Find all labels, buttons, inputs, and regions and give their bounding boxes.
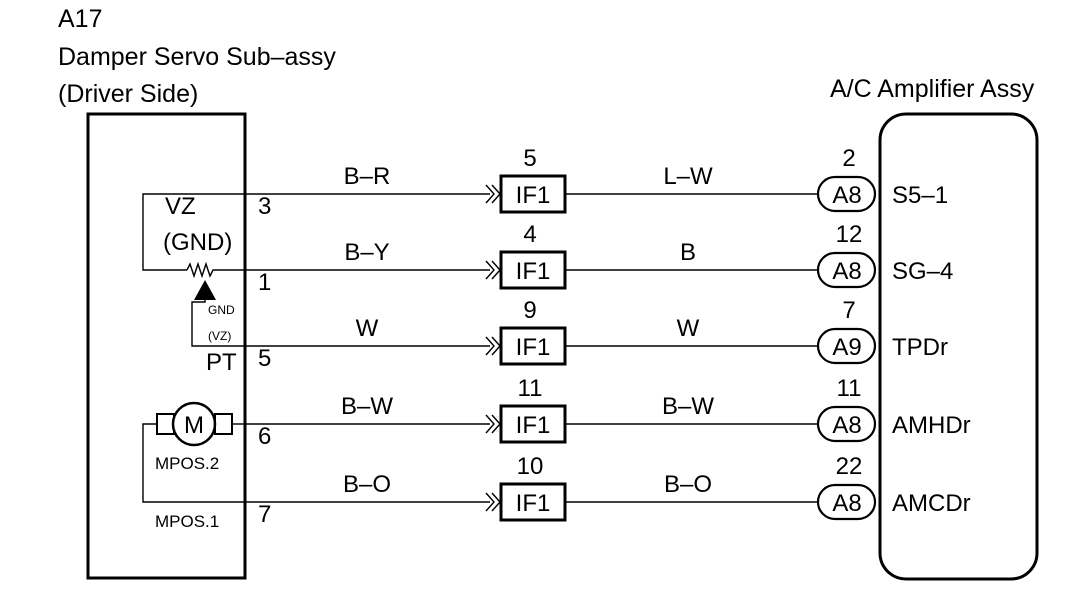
amp-connector-label: A8: [832, 182, 861, 209]
wire-color-right: W: [677, 315, 700, 342]
amp-connector-pill: [816, 175, 877, 213]
amp-connector-label: A8: [832, 412, 861, 439]
gnd-small-label: GND: [208, 303, 235, 317]
motor-label: M: [184, 412, 204, 439]
motor-brush-right: [214, 413, 233, 435]
connector-box: [499, 482, 567, 522]
motor-return: [142, 423, 245, 503]
amp-connector-pill: [816, 251, 877, 289]
mpos1-label: MPOS.1: [155, 512, 219, 531]
component-name: Damper Servo Sub–assy: [58, 43, 336, 71]
wire-color-left: B–Y: [344, 239, 389, 266]
connector-label: IF1: [516, 334, 551, 361]
component-side: (Driver Side): [58, 80, 198, 108]
amp-connector-label: A8: [832, 258, 861, 285]
left-pin: 5: [258, 345, 271, 372]
wire-color-right: B–W: [662, 393, 714, 420]
wire-color-right: B: [680, 239, 696, 266]
left-pin: 6: [258, 423, 271, 450]
motor-brush-left: [156, 413, 175, 435]
left-pin: 7: [258, 501, 271, 528]
connector-label: IF1: [516, 182, 551, 209]
wire-color-left: B–R: [344, 163, 391, 190]
wire-color-right: L–W: [663, 163, 713, 190]
amp-connector-label: A9: [832, 334, 861, 361]
amp-pin: 12: [836, 221, 863, 248]
pt-label: PT: [206, 349, 237, 376]
connector-pin: 11: [518, 375, 543, 402]
mpos2-label: MPOS.2: [155, 454, 219, 473]
amp-connector-pill: [816, 405, 877, 443]
amp-terminal: TPDr: [892, 334, 948, 361]
wire-color-left: B–O: [343, 471, 391, 498]
connector-label: IF1: [516, 490, 551, 517]
amplifier-title: A/C Amplifier Assy: [830, 75, 1035, 103]
amplifier-box: [878, 112, 1039, 581]
connector-box: [499, 174, 567, 214]
amp-terminal: SG–4: [892, 258, 953, 285]
wire-color-right: B–O: [664, 471, 712, 498]
connector-label: IF1: [516, 412, 551, 439]
connector-box: [499, 404, 567, 444]
amp-connector-pill: [816, 327, 877, 365]
connector-label: IF1: [516, 258, 551, 285]
vz-small-label: (VZ): [208, 329, 231, 343]
vz-label: VZ: [165, 193, 196, 220]
amp-terminal: S5–1: [892, 182, 948, 209]
resistor-symbol: [186, 261, 245, 279]
left-pin: 1: [258, 269, 271, 296]
connector-pin: 4: [523, 221, 536, 248]
wiper-line: [191, 296, 245, 347]
potentiometer-loop: [142, 193, 245, 271]
amp-connector-pill: [816, 483, 877, 521]
connector-pin: 9: [523, 297, 536, 324]
component-id: A17: [58, 5, 102, 33]
amp-pin: 22: [836, 453, 863, 480]
connector-pin: 10: [517, 453, 544, 480]
amp-terminal: AMHDr: [892, 412, 971, 439]
amp-pin: 2: [842, 145, 855, 172]
connector-pin: 5: [523, 145, 536, 172]
amp-connector-label: A8: [832, 490, 861, 517]
motor-symbol: [171, 401, 217, 447]
wire-color-left: W: [356, 315, 379, 342]
wiper-arrow: [194, 280, 216, 300]
gnd-label: (GND): [163, 229, 232, 256]
amp-pin: 7: [842, 297, 855, 324]
connector-box: [499, 326, 567, 366]
wire-color-left: B–W: [341, 393, 393, 420]
left-pin: 3: [258, 193, 271, 220]
amp-pin: 11: [837, 375, 862, 402]
amp-terminal: AMCDr: [892, 490, 971, 517]
